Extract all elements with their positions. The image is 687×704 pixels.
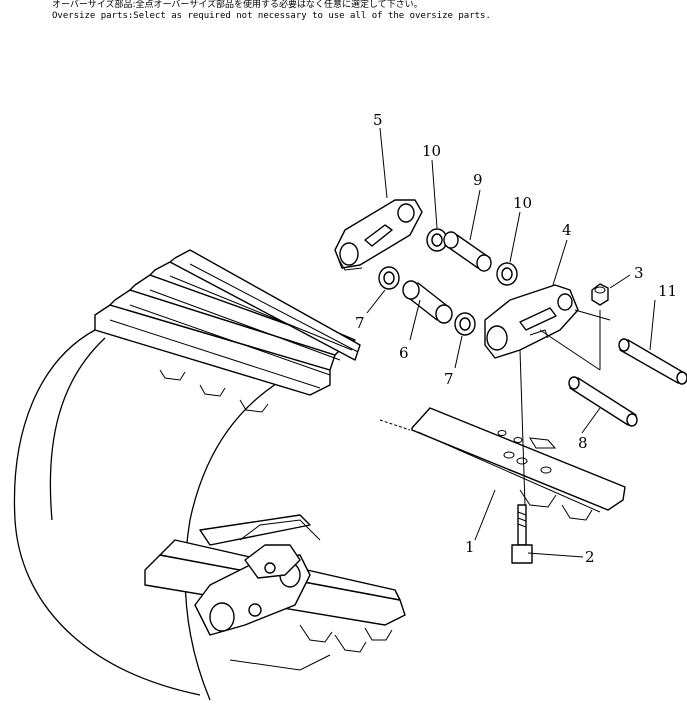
part-7-seal-lower (454, 312, 476, 336)
upper-track-shoes (94, 249, 361, 413)
part-7-seal-upper (378, 266, 400, 290)
track-assembly (13, 249, 406, 701)
part-5-link-plate (334, 199, 423, 271)
callout-3: 3 (634, 264, 644, 282)
callout-8: 8 (578, 434, 588, 452)
callout-9: 9 (473, 171, 483, 189)
part-10-spacer-lower (496, 262, 518, 286)
oversize-note-japanese: オーバーサイズ部品:全点オーバーサイズ部品を使用する必要はなく任意に選定して下さ… (52, 0, 423, 10)
lower-track-shoes (144, 514, 406, 671)
part-1-track-shoe (411, 407, 626, 521)
track-loop-right-line (184, 369, 301, 701)
callout-2: 2 (585, 548, 595, 566)
callout-11: 11 (658, 282, 677, 300)
track-loop-inner-line (49, 337, 106, 521)
callout-5: 5 (373, 111, 383, 129)
part-10-spacer-upper (426, 228, 448, 252)
part-9-bushing (443, 231, 492, 272)
callout-7-upper: 7 (355, 314, 365, 332)
part-8-pin (568, 376, 638, 427)
callout-6: 6 (399, 344, 409, 362)
track-loop-outer-line (13, 329, 201, 696)
callout-10-upper: 10 (422, 142, 441, 160)
assembly-guide-lines (379, 309, 611, 506)
callout-7-lower: 7 (444, 370, 454, 388)
part-4-master-link (484, 284, 579, 359)
part-6-bushing (402, 280, 453, 324)
oversize-note-english: Oversize parts:Select as required not ne… (52, 11, 491, 21)
callout-10-lower: 10 (513, 194, 532, 212)
part-2-bolt (511, 504, 533, 564)
part-11-pin (618, 338, 687, 385)
callout-4: 4 (562, 221, 572, 239)
callout-1: 1 (465, 538, 475, 556)
part-3-nut (591, 283, 609, 306)
callout-leaders (366, 127, 656, 558)
